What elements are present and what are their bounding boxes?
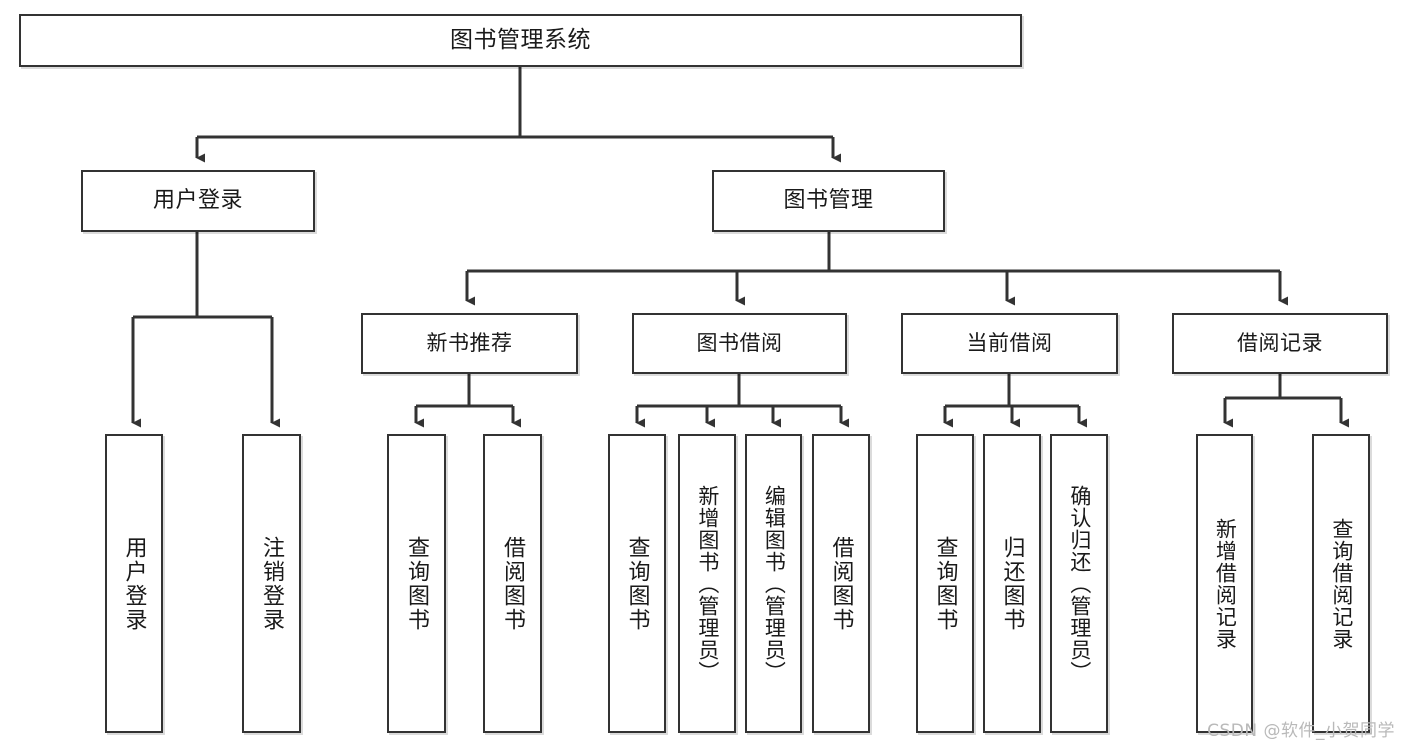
node-label: 查询借阅记录 bbox=[1329, 517, 1354, 650]
watermark-text: CSDN @软件_小贺同学 bbox=[1207, 721, 1395, 741]
node-label: 查询图书 bbox=[404, 535, 430, 632]
node-leaf-borrow-book-1[interactable]: 借阅图书 bbox=[483, 434, 542, 733]
node-book-borrow[interactable]: 图书借阅 bbox=[632, 313, 847, 374]
node-label: 当前借阅 bbox=[966, 331, 1053, 356]
node-leaf-borrow-book-2[interactable]: 借阅图书 bbox=[812, 434, 870, 733]
node-label: 图书管理 bbox=[783, 188, 874, 214]
node-leaf-add-book[interactable]: 新增图书（管理员） bbox=[678, 434, 736, 733]
node-label: 新书推荐 bbox=[426, 331, 513, 356]
node-label: 图书管理系统 bbox=[450, 26, 591, 53]
node-label: 借阅图书 bbox=[500, 535, 526, 632]
node-label: 图书借阅 bbox=[696, 331, 783, 356]
node-label: 借阅记录 bbox=[1237, 331, 1323, 356]
node-book-management[interactable]: 图书管理 bbox=[712, 170, 945, 232]
node-leaf-edit-book[interactable]: 编辑图书（管理员） bbox=[745, 434, 802, 733]
node-borrow-record[interactable]: 借阅记录 bbox=[1172, 313, 1388, 374]
node-label: 新增图书（管理员） bbox=[695, 484, 720, 683]
node-leaf-query-borrow-record[interactable]: 查询借阅记录 bbox=[1312, 434, 1370, 733]
node-label: 注销登录 bbox=[259, 535, 285, 632]
node-label: 用户登录 bbox=[152, 188, 243, 214]
node-label: 归还图书 bbox=[999, 535, 1025, 632]
node-new-book-recommend[interactable]: 新书推荐 bbox=[361, 313, 578, 374]
node-leaf-add-borrow-record[interactable]: 新增借阅记录 bbox=[1196, 434, 1253, 733]
node-label: 查询图书 bbox=[624, 535, 650, 632]
node-leaf-query-book-2[interactable]: 查询图书 bbox=[608, 434, 666, 733]
node-leaf-return-book[interactable]: 归还图书 bbox=[983, 434, 1041, 733]
node-label: 编辑图书（管理员） bbox=[762, 484, 787, 683]
node-label: 用户登录 bbox=[121, 535, 147, 632]
node-label: 查询图书 bbox=[932, 535, 958, 632]
node-leaf-user-login[interactable]: 用户登录 bbox=[105, 434, 163, 733]
node-leaf-query-book-1[interactable]: 查询图书 bbox=[387, 434, 446, 733]
node-label: 新增借阅记录 bbox=[1213, 517, 1238, 650]
node-label: 确认归还（管理员） bbox=[1067, 484, 1092, 683]
node-current-borrow[interactable]: 当前借阅 bbox=[901, 313, 1118, 374]
node-book-management-system[interactable]: 图书管理系统 bbox=[19, 14, 1022, 67]
node-user-login[interactable]: 用户登录 bbox=[81, 170, 315, 232]
node-leaf-query-book-3[interactable]: 查询图书 bbox=[916, 434, 974, 733]
node-leaf-logout-login[interactable]: 注销登录 bbox=[242, 434, 301, 733]
node-leaf-confirm-return[interactable]: 确认归还（管理员） bbox=[1050, 434, 1108, 733]
node-label: 借阅图书 bbox=[828, 535, 854, 632]
